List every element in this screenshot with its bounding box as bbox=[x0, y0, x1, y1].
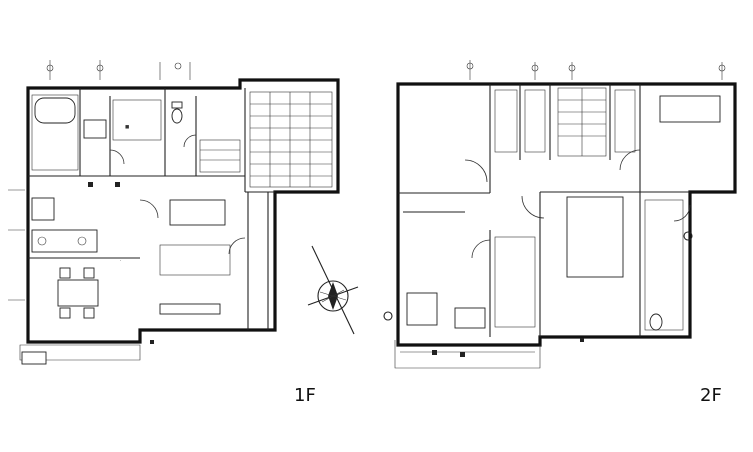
compass-icon bbox=[307, 245, 359, 335]
floor-label-1f: 1F bbox=[294, 385, 316, 406]
bathtub-icon bbox=[34, 97, 76, 124]
staircase-1f-icon bbox=[249, 91, 333, 188]
floor-plan-2f bbox=[383, 60, 737, 369]
kitchen-counter-icon bbox=[31, 197, 98, 253]
svg-text:■: ■ bbox=[125, 125, 129, 130]
staircase-2f-icon bbox=[557, 87, 607, 157]
svg-text:·: · bbox=[120, 259, 121, 264]
floor-label-2f: 2F bbox=[700, 385, 722, 406]
floor-plan-1f: ■ · bbox=[8, 60, 340, 365]
dining-table-icon bbox=[57, 267, 99, 319]
toilet-2f-icon bbox=[649, 313, 663, 331]
toilet-icon bbox=[171, 101, 183, 124]
